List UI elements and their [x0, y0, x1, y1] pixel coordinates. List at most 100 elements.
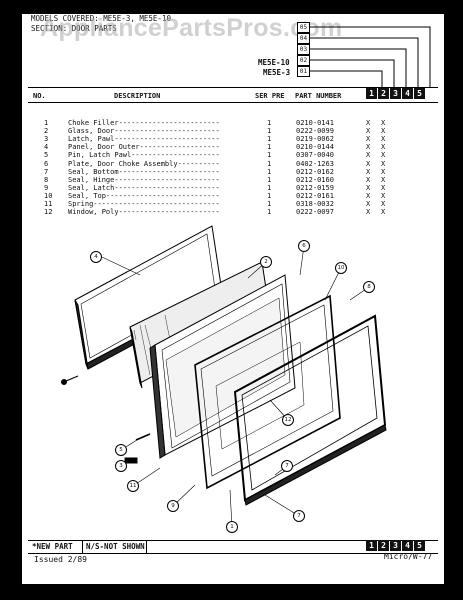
item-description: Plate, Door Choke Assembly----------	[68, 159, 220, 168]
item-number: 12	[44, 208, 53, 217]
item-description: Latch, Pawl-------------------------	[68, 135, 220, 144]
item-description: Seal, Hinge-------------------------	[68, 175, 220, 184]
part-number: 0212-0161	[296, 191, 334, 200]
item-number: 2	[44, 127, 49, 136]
model-column-1-mark: X	[366, 175, 371, 184]
model-column-1-mark: X	[366, 143, 371, 152]
item-quantity: 1	[267, 127, 272, 136]
column-number: 4	[402, 88, 413, 99]
item-quantity: 1	[267, 159, 272, 168]
screw	[65, 375, 79, 382]
item-quantity: 1	[267, 183, 272, 192]
part-number: 0222-0097	[296, 208, 334, 217]
model-column-2-mark: X	[381, 175, 386, 184]
part-number: 0318-0032	[296, 200, 334, 208]
model-column-2-mark: X	[381, 143, 386, 152]
part-number: 0212-0160	[296, 175, 334, 184]
model-column-2-mark: X	[381, 159, 386, 168]
col-header-no: NO.	[33, 92, 46, 100]
models-covered: MODELS COVERED: ME5E-3, ME5E-10	[31, 14, 171, 23]
column-number: 4	[402, 540, 413, 551]
col-header-ser-pre: SER PRE	[255, 92, 285, 100]
not-shown-legend: N/S-NOT SHOWN	[86, 542, 145, 551]
item-quantity: 1	[267, 200, 272, 208]
watermark: AppliancePartsPros.com	[40, 14, 343, 42]
item-quantity: 1	[267, 119, 272, 127]
callout-5: 5	[115, 444, 127, 456]
column-number: 5	[414, 540, 425, 551]
item-description: Seal, Latch-------------------------	[68, 183, 220, 192]
model-column-1-mark: X	[366, 151, 371, 160]
item-description: Seal, Top---------------------------	[68, 191, 220, 200]
model-column-1-mark: X	[366, 183, 371, 192]
callout-2: 2	[260, 256, 272, 268]
model-column-2-mark: X	[381, 191, 386, 200]
item-quantity: 1	[267, 167, 272, 176]
new-part-legend: *NEW PART	[32, 542, 73, 551]
item-number: 11	[44, 200, 53, 208]
part-number: 0219-0062	[296, 135, 334, 144]
model-column-1-mark: X	[366, 127, 371, 136]
part-number: 0210-0141	[296, 119, 334, 127]
column-number: 1	[366, 88, 377, 99]
column-number: 1	[366, 540, 377, 551]
item-number: 5	[44, 151, 49, 160]
callout-7: 7	[293, 510, 305, 522]
item-number: 7	[44, 167, 49, 176]
callout-9: 9	[167, 500, 179, 512]
version-code-box: 04	[297, 33, 310, 44]
item-number: 9	[44, 183, 49, 192]
column-number: 3	[390, 88, 401, 99]
item-description: Panel, Door Outer-------------------	[68, 143, 220, 152]
item-quantity: 1	[267, 191, 272, 200]
item-quantity: 1	[267, 151, 272, 160]
version-code-box: 05	[297, 22, 310, 33]
callout-1: 1	[226, 521, 238, 533]
model-column-2-mark: X	[381, 127, 386, 136]
part-number: 0307-0040	[296, 151, 334, 160]
table-footer	[28, 540, 438, 554]
col-header-part-number: PART NUMBER	[295, 92, 342, 100]
version-code-box: 03	[297, 44, 310, 55]
model-column-1-mark: X	[366, 191, 371, 200]
model-column-2-mark: X	[381, 119, 386, 127]
table-header	[28, 87, 438, 103]
model-column-2-mark: X	[381, 200, 386, 208]
part-number: 0212-0159	[296, 183, 334, 192]
item-number: 1	[44, 119, 49, 127]
model-column-1-mark: X	[366, 208, 371, 217]
issued-date: Issued 2/89	[34, 555, 87, 564]
item-quantity: 1	[267, 175, 272, 184]
column-number: 2	[378, 540, 389, 551]
part-number: 0210-0144	[296, 143, 334, 152]
model-column-1-mark: X	[366, 135, 371, 144]
item-number: 8	[44, 175, 49, 184]
model-column-2-mark: X	[381, 183, 386, 192]
item-description: Pin, Latch Pawl---------------------	[68, 151, 220, 160]
item-description: Glass, Door-------------------------	[68, 127, 220, 136]
door-seal-frame	[194, 294, 341, 490]
poly-window	[215, 341, 305, 450]
item-description: Seal, Bottom------------------------	[68, 167, 220, 176]
section-title: SECTION: DOOR PARTS	[31, 24, 117, 33]
column-number: 2	[378, 88, 389, 99]
item-quantity: 1	[267, 143, 272, 152]
part-number: 0402-1263	[296, 159, 334, 168]
callout-10: 10	[335, 262, 347, 274]
item-number: 6	[44, 159, 49, 168]
column-number: 3	[390, 540, 401, 551]
model-tag: ME5E-3	[263, 68, 291, 77]
col-header-description: DESCRIPTION	[114, 92, 161, 100]
callout-7: 7	[281, 460, 293, 472]
callout-4: 4	[90, 251, 102, 263]
item-quantity: 1	[267, 135, 272, 144]
model-column-2-mark: X	[381, 135, 386, 144]
callout-8: 8	[363, 281, 375, 293]
callout-6: 6	[298, 240, 310, 252]
choke-filler-frame	[233, 314, 387, 506]
callout-12: 12	[282, 414, 294, 426]
item-description: Spring------------------------------	[68, 200, 220, 208]
version-code-box: 01	[297, 66, 310, 77]
